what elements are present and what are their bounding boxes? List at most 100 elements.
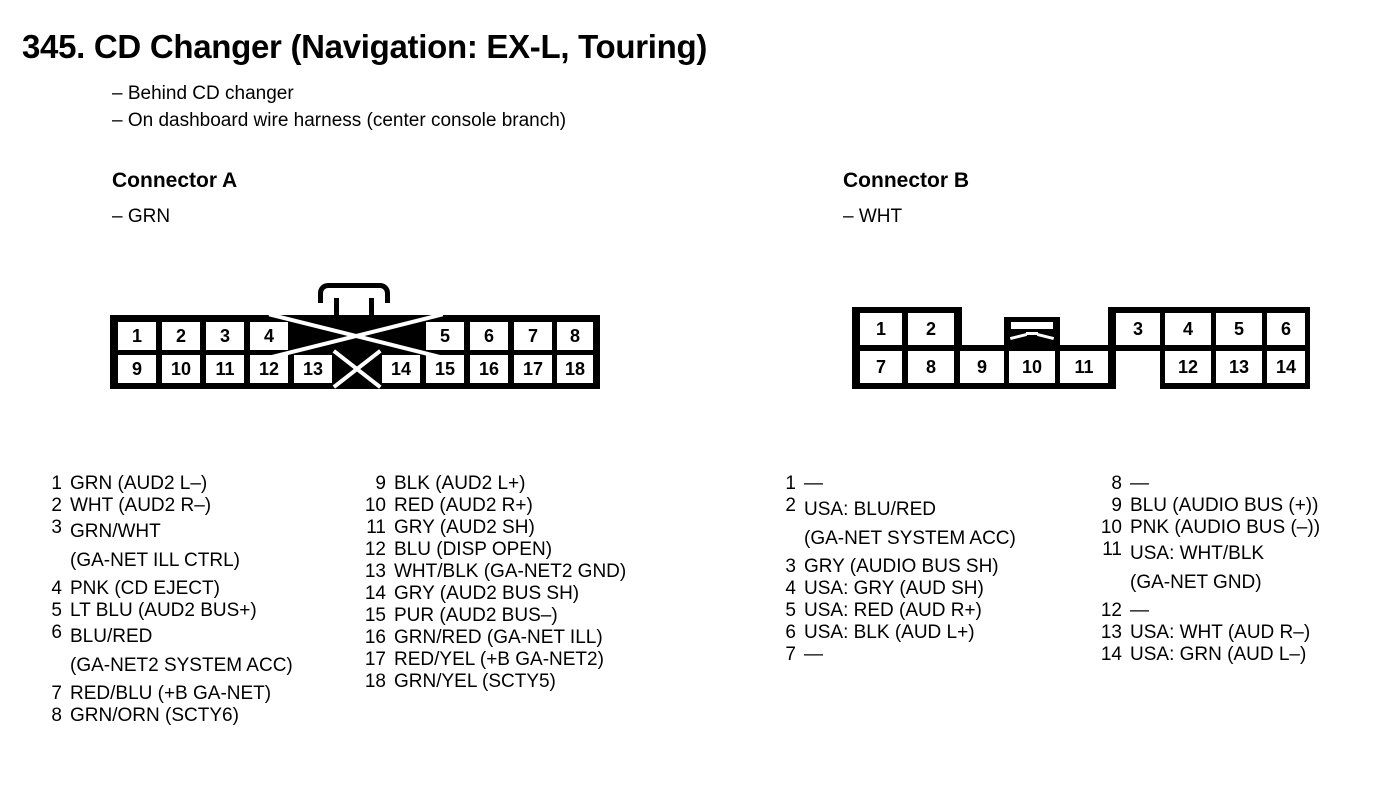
connector-a-pin-9: 9 xyxy=(118,355,156,383)
latch-tab-dash xyxy=(1026,332,1038,335)
connector-b-heading: Connector B xyxy=(843,169,969,192)
pin-row: 1— xyxy=(770,474,1016,493)
pin-description: GRN/WHT (GA-NET ILL CTRL) xyxy=(70,521,240,571)
pin-row: 2 WHT (AUD2 R–) xyxy=(36,496,293,515)
pin-row: 1 GRN (AUD2 L–) xyxy=(36,474,293,493)
connector-b-pin-6: 6 xyxy=(1267,313,1305,345)
pin-row: 12 — xyxy=(1096,601,1320,620)
pin-description: GRN/ORN (SCTY6) xyxy=(70,704,239,726)
pin-description: GRN/RED (GA-NET ILL) xyxy=(394,627,603,648)
pin-description: USA: WHT/BLK (GA-NET GND) xyxy=(1130,543,1265,593)
pin-description: USA: WHT (AUD R–) xyxy=(1130,621,1311,643)
pin-description: BLU (AUDIO BUS (+)) xyxy=(1130,495,1319,516)
pin-row: 3 GRY (AUDIO BUS SH) xyxy=(770,557,1016,576)
connector-a-pin-14: 14 xyxy=(382,355,420,383)
pin-description: GRN (AUD2 L–) xyxy=(70,473,208,494)
connector-b-pin-list-column-1: 1— 2 USA: BLU/RED (GA-NET SYSTEM ACC) 3 GRY … xyxy=(770,474,1016,667)
pin-description: PNK (AUDIO BUS (–)) xyxy=(1130,517,1321,538)
pin-description: USA: BLU/RED (GA-NET SYSTEM ACC) xyxy=(804,499,1016,549)
connector-a-pin-16: 16 xyxy=(470,355,508,383)
subtitle-line-1: – Behind CD changer xyxy=(112,83,294,104)
pin-number: 6 xyxy=(785,621,796,643)
pin-number: 10 xyxy=(364,495,386,516)
connector-b-pin-2: 2 xyxy=(908,313,954,345)
subtitle-line-2: – On dashboard wire harness (center cons… xyxy=(112,110,567,131)
pin-number: 6 xyxy=(51,621,62,643)
connector-b-pin-13: 13 xyxy=(1216,351,1262,383)
pin-number: 13 xyxy=(364,561,386,582)
connector-a-pin-2: 2 xyxy=(162,322,200,350)
pin-number: 9 xyxy=(1111,495,1122,516)
latch-tab-top xyxy=(318,283,390,303)
connector-b-color-note: – WHT xyxy=(843,206,903,227)
pin-description: GRY (AUDIO BUS SH) xyxy=(804,555,999,577)
latch-tab-arrow-left xyxy=(1009,332,1028,341)
pin-number: 10 xyxy=(1100,517,1122,538)
pin-description: RED/YEL (+B GA-NET2) xyxy=(394,649,604,670)
pin-description: RED (AUD2 R+) xyxy=(394,495,533,516)
pin-row: 9 BLU (AUDIO BUS (+)) xyxy=(1096,496,1320,515)
pin-description: BLU/RED (GA-NET2 SYSTEM ACC) xyxy=(70,625,293,676)
connector-a-pin-1: 1 xyxy=(118,322,156,350)
latch-tab-neck xyxy=(334,298,374,320)
pin-number: 12 xyxy=(1100,599,1122,621)
latch-tab-arrow-right xyxy=(1036,332,1055,341)
pin-number: 14 xyxy=(364,583,386,604)
pin-number: 4 xyxy=(785,577,796,599)
pin-description: GRY (AUD2 BUS SH) xyxy=(394,583,580,604)
pin-description: PNK (CD EJECT) xyxy=(70,577,220,599)
connector-a-pin-18: 18 xyxy=(557,355,593,383)
pin-description: GRN/YEL (SCTY5) xyxy=(394,671,556,692)
pin-description: — xyxy=(1130,473,1149,494)
pin-description: USA: GRN (AUD L–) xyxy=(1130,643,1307,665)
connector-b-pin-7: 7 xyxy=(860,351,902,383)
pin-description: RED/BLU (+B GA-NET) xyxy=(70,682,272,704)
connector-a-pin-15: 15 xyxy=(426,355,464,383)
pin-row: 6 USA: BLK (AUD L+) xyxy=(770,623,1016,642)
connector-b-pin-3: 3 xyxy=(1116,313,1160,345)
connector-b-pin-4: 4 xyxy=(1165,313,1211,345)
connector-a-pin-3: 3 xyxy=(206,322,244,350)
pin-number: 7 xyxy=(51,682,62,704)
pin-description: — xyxy=(1130,599,1149,621)
pin-number: 2 xyxy=(51,495,62,516)
pin-number: 1 xyxy=(51,473,62,494)
pin-row: 7— xyxy=(770,645,1016,664)
pin-row: 6 BLU/RED (GA-NET2 SYSTEM ACC) xyxy=(36,621,293,681)
connector-a-pin-5: 5 xyxy=(426,322,464,350)
pin-number: 3 xyxy=(785,555,796,577)
pin-description: USA: GRY (AUD SH) xyxy=(804,577,984,599)
connector-a-pin-13: 13 xyxy=(294,355,332,383)
connector-a-pin-4: 4 xyxy=(250,322,288,350)
pin-row: 2 USA: BLU/RED (GA-NET SYSTEM ACC) xyxy=(770,495,1016,554)
pin-number: 11 xyxy=(1102,539,1122,560)
pin-number: 11 xyxy=(366,517,386,538)
pin-row: 14 GRY (AUD2 BUS SH) xyxy=(360,584,626,603)
pin-row: 4 PNK (CD EJECT) xyxy=(36,579,293,598)
page-title: 345. CD Changer (Navigation: EX-L, Touri… xyxy=(22,28,708,65)
connector-a-blank-cell-top xyxy=(292,320,420,352)
connector-b-pin-list-column-2: 8— 9 BLU (AUDIO BUS (+)) 10 PNK (AUDIO BUS (… xyxy=(1096,474,1320,667)
pin-number: 2 xyxy=(785,495,796,516)
connector-b-pin-10: 10 xyxy=(1009,351,1055,383)
pin-number: 13 xyxy=(1100,621,1122,643)
connector-b-pin-14: 14 xyxy=(1267,351,1305,383)
pin-row: 10 PNK (AUDIO BUS (–)) xyxy=(1096,518,1320,537)
latch-tab-slot xyxy=(1011,322,1053,329)
pin-description: WHT (AUD2 R–) xyxy=(70,495,212,516)
pin-description: USA: BLK (AUD L+) xyxy=(804,621,975,643)
connector-b-pin-8: 8 xyxy=(908,351,954,383)
connector-b-pin-1: 1 xyxy=(860,313,902,345)
pin-row: 7 RED/BLU (+B GA-NET) xyxy=(36,684,293,703)
pin-row: 8— xyxy=(1096,474,1320,493)
pin-number: 4 xyxy=(51,577,62,599)
connector-a-color-note: – GRN xyxy=(112,206,171,227)
